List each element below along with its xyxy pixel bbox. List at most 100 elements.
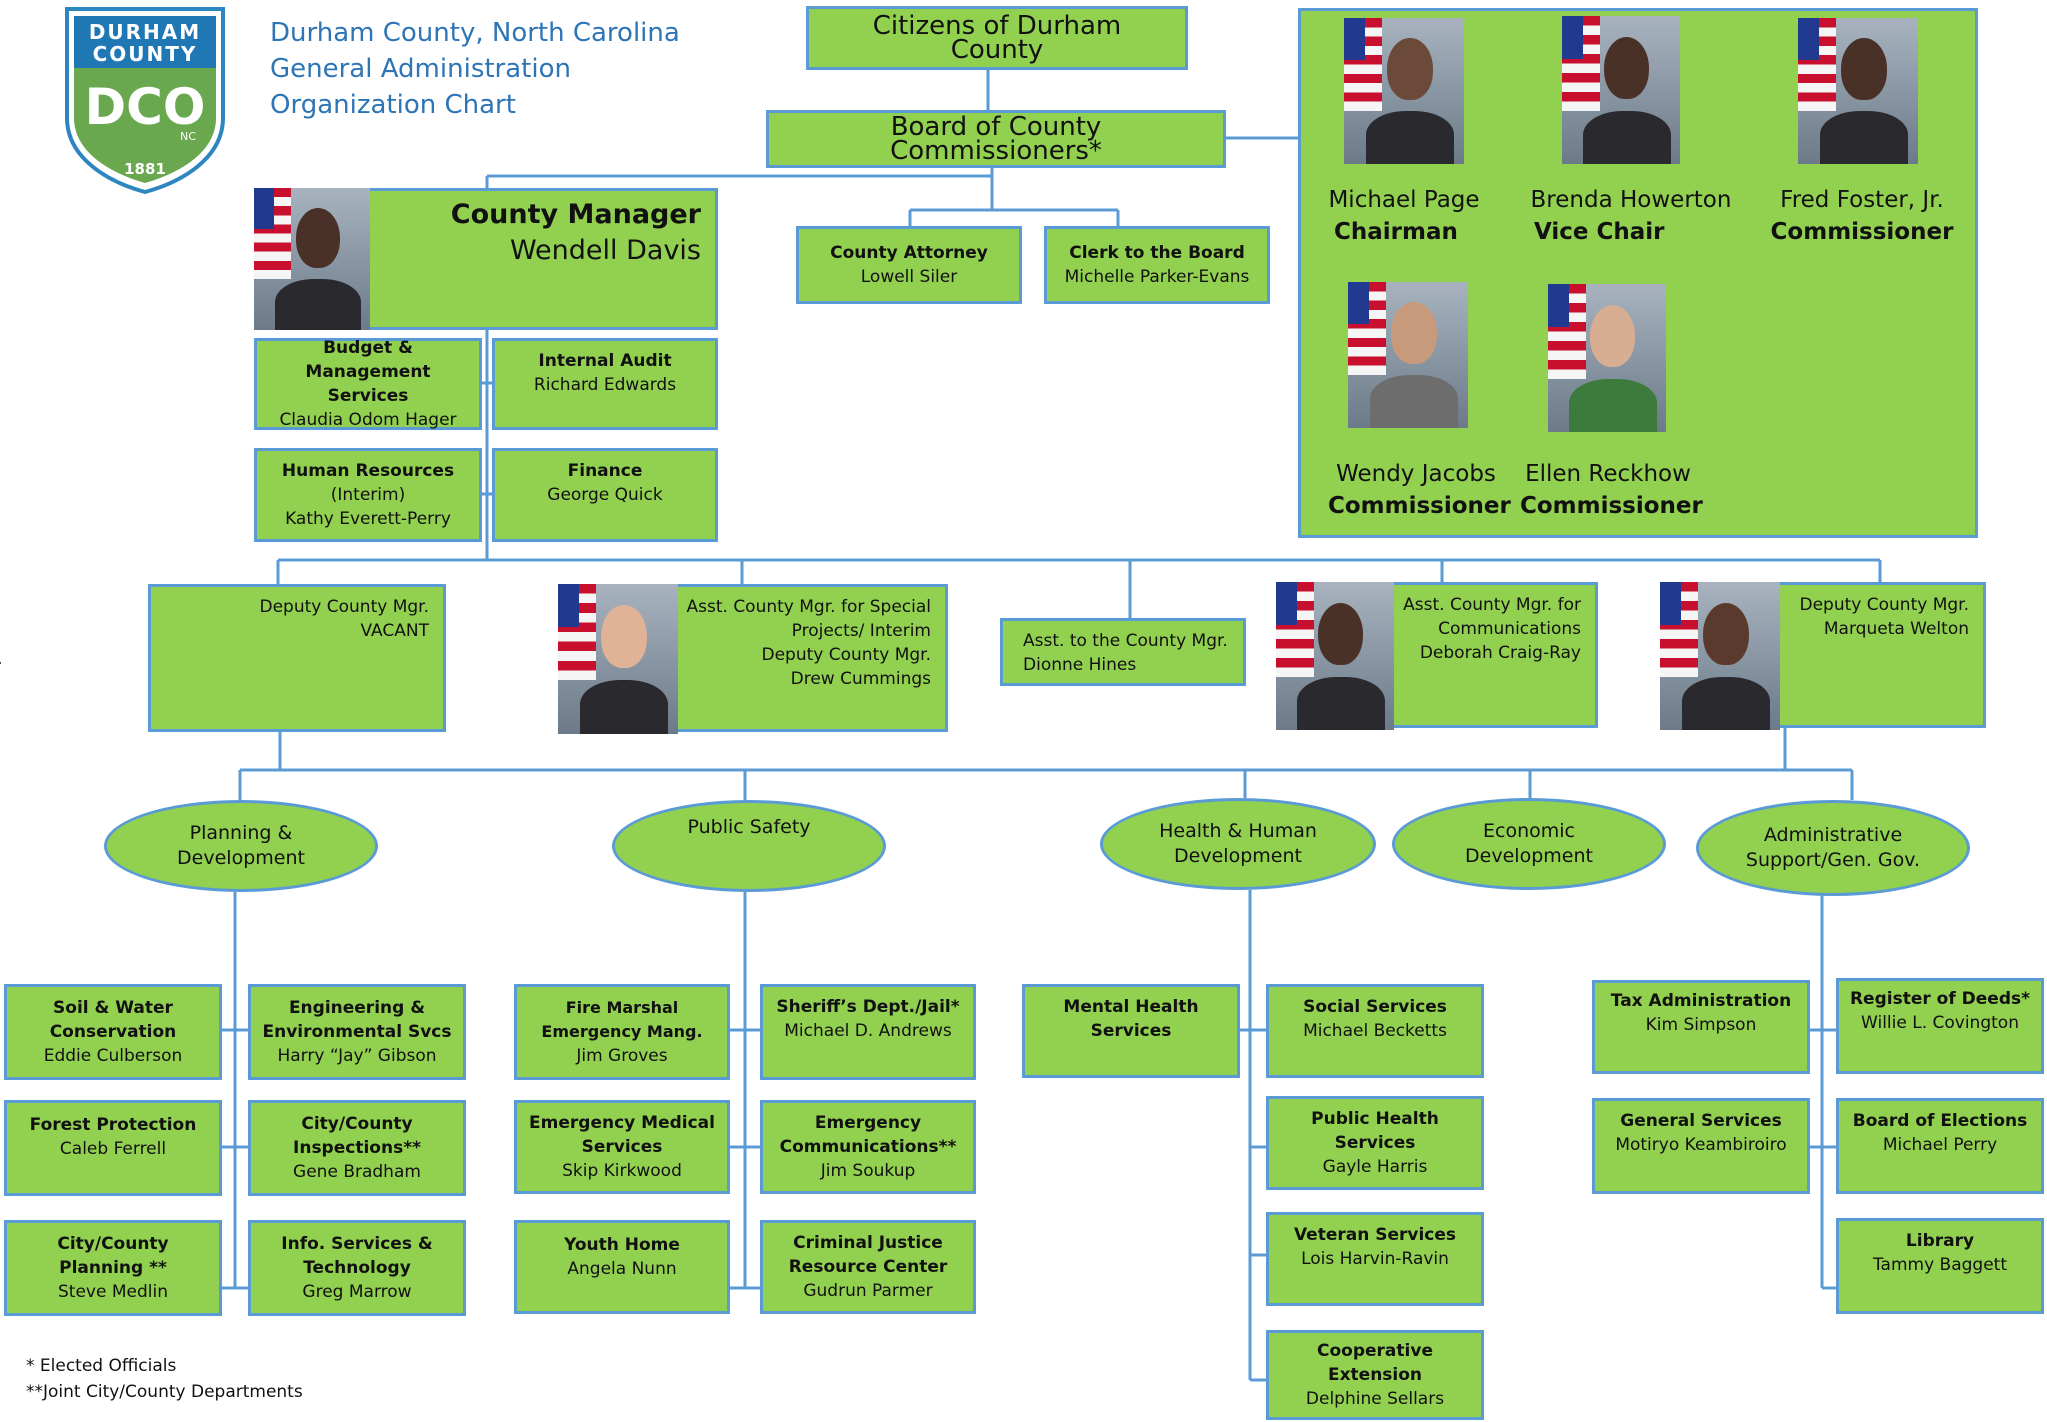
dept-title-1: Sheriff’s Dept./Jail* (776, 997, 960, 1017)
commissioner-howerton: Brenda Howerton Vice Chair (1520, 184, 1742, 248)
dept-title-1: Board of Elections (1852, 1111, 2028, 1131)
commissioner-name: Brenda Howerton (1530, 187, 1732, 213)
dept-public-health: Public Health Services Gayle Harris (1266, 1096, 1484, 1190)
dept-engineering: Engineering & Environmental Svcs Harry “… (248, 984, 466, 1080)
logo-durham-text: DURHAM (88, 20, 202, 44)
commissioner-photo-howerton (1562, 16, 1680, 164)
dept-head: Jim Groves (576, 1046, 668, 1066)
asst-manager-special-photo (558, 584, 678, 734)
header-title-line2: General Administration (270, 54, 571, 84)
asst-manager-communications-name: Deborah Craig-Ray (1419, 643, 1581, 663)
area-health-human: Health & Human Development (1100, 798, 1376, 890)
area-public-safety: Public Safety (612, 800, 886, 892)
dept-title-1: General Services (1620, 1111, 1782, 1131)
dept-head: Michael Becketts (1303, 1021, 1447, 1041)
area-label-1: Planning & (189, 822, 293, 844)
budget-name: Claudia Odom Hager (279, 410, 457, 430)
dept-head: Steve Medlin (58, 1282, 168, 1302)
deputy-manager-welton-title: Deputy County Mgr. (1799, 595, 1970, 615)
dept-fire-marshal: Fire Marshal Emergency Mang. Jim Groves (514, 984, 730, 1080)
dept-library: Library Tammy Baggett (1836, 1218, 2044, 1314)
commissioner-photo-jacobs (1348, 282, 1468, 428)
dept-head: Michael D. Andrews (784, 1021, 952, 1041)
commissioner-role: Commissioner (1520, 493, 1703, 519)
asst-to-manager-title: Asst. to the County Mgr. (1023, 631, 1228, 651)
commissioner-page: Michael Page Chairman (1300, 184, 1508, 248)
dept-title-2: Communications** (779, 1137, 957, 1157)
dept-emergency-communications: Emergency Communications** Jim Soukup (760, 1100, 976, 1194)
dept-head: Kim Simpson (1645, 1015, 1757, 1035)
area-label-2: Support/Gen. Gov. (1745, 849, 1921, 871)
dept-head: Lois Harvin-Ravin (1301, 1249, 1449, 1269)
logo-county-text: COUNTY (92, 42, 198, 66)
dept-title-2: Inspections** (293, 1138, 421, 1158)
commissioner-photo-reckhow (1548, 284, 1666, 432)
dept-head: Harry “Jay” Gibson (277, 1046, 437, 1066)
commissioner-foster: Fred Foster, Jr. Commissioner (1752, 184, 1972, 248)
dept-title-1: Veteran Services (1293, 1225, 1457, 1245)
human-resources-box: Human Resources (Interim) Kathy Everett-… (254, 448, 482, 542)
dept-title-1: Social Services (1303, 997, 1447, 1017)
citizens-label: Citizens of Durham County (872, 11, 1122, 65)
human-resources-title: Human Resources (281, 461, 455, 481)
dept-title-2: Services (1090, 1021, 1172, 1041)
dept-title-1: Info. Services & (281, 1234, 433, 1254)
area-label-1: Economic (1483, 820, 1575, 842)
dept-head: Greg Marrow (302, 1282, 412, 1302)
dept-title-2: Environmental Svcs (262, 1022, 452, 1042)
internal-audit-title: Internal Audit (538, 351, 672, 371)
logo-mark-text: DCO (84, 78, 206, 136)
area-label-2: Development (1174, 845, 1302, 867)
dept-title-1: Criminal Justice (793, 1233, 943, 1253)
dept-title-1: Public Health (1311, 1109, 1439, 1129)
dept-sheriff: Sheriff’s Dept./Jail* Michael D. Andrews (760, 984, 976, 1080)
dept-title-1: Emergency Medical (529, 1113, 715, 1133)
dept-title-2: Planning ** (59, 1258, 167, 1278)
durham-county-logo: DURHAM COUNTY DCO NC 1881 (64, 6, 226, 198)
dept-head: Willie L. Covington (1861, 1013, 2019, 1033)
commissioner-name: Ellen Reckhow (1525, 461, 1691, 487)
dept-youth-home: Youth Home Angela Nunn (514, 1220, 730, 1314)
asst-manager-special-line3: Deputy County Mgr. (761, 645, 932, 665)
dept-title-2: Technology (303, 1258, 411, 1278)
citizens-box: Citizens of Durham County (806, 6, 1188, 70)
dept-title-1: Forest Protection (29, 1115, 197, 1135)
dept-inspections: City/County Inspections** Gene Bradham (248, 1100, 466, 1196)
dept-title-1: Cooperative (1317, 1341, 1433, 1361)
dept-title-2: Services (581, 1137, 663, 1157)
asst-manager-communications-line2: Communications (1438, 619, 1581, 639)
dept-board-of-elections: Board of Elections Michael Perry (1836, 1098, 2044, 1194)
budget-title-2: Management Services (305, 362, 431, 406)
dept-head: Jim Soukup (820, 1161, 916, 1181)
internal-audit-name: Richard Edwards (533, 375, 677, 395)
dept-planning: City/County Planning ** Steve Medlin (4, 1220, 222, 1316)
area-economic-development: Economic Development (1392, 798, 1666, 890)
dept-title-1: Register of Deeds* (1849, 989, 2031, 1009)
dept-title-1: Tax Administration (1610, 991, 1792, 1011)
commissioner-name: Michael Page (1328, 187, 1480, 213)
dept-criminal-justice: Criminal Justice Resource Center Gudrun … (760, 1220, 976, 1314)
dept-title-1: Library (1905, 1231, 1975, 1251)
commissioner-name: Wendy Jacobs (1336, 461, 1496, 487)
area-label-2: Development (1465, 845, 1593, 867)
dept-title-2: Resource Center (788, 1257, 948, 1277)
dept-title-2: Services (1334, 1133, 1416, 1153)
asst-manager-special-name: Drew Cummings (790, 669, 931, 689)
budget-box: Budget & Management Services Claudia Odo… (254, 338, 482, 430)
page-number: xxi (0, 640, 4, 667)
dept-head: Caleb Ferrell (59, 1139, 167, 1159)
clerk-title: Clerk to the Board (1069, 243, 1245, 263)
dept-title-1: Mental Health (1063, 997, 1199, 1017)
dept-title-1: City/County (301, 1114, 413, 1134)
dept-forest-protection: Forest Protection Caleb Ferrell (4, 1100, 222, 1196)
dept-title-2: Conservation (49, 1022, 177, 1042)
finance-name: George Quick (547, 485, 663, 505)
county-manager-name: Wendell Davis (509, 235, 701, 266)
human-resources-name: Kathy Everett-Perry (285, 509, 451, 529)
clerk-box: Clerk to the Board Michelle Parker-Evans (1044, 226, 1270, 304)
dept-head: Gene Bradham (293, 1162, 421, 1182)
dept-mental-health: Mental Health Services (1022, 984, 1240, 1078)
commissioner-photo-page (1344, 18, 1464, 164)
dept-title-1: Youth Home (564, 1235, 680, 1255)
